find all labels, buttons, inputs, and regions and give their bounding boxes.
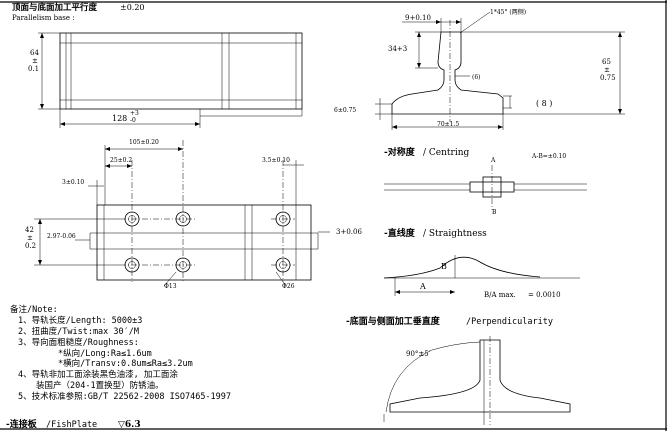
fishplate-outline [96,204,312,281]
note-line: *纵向/Long:Ra≤1.6um [58,348,152,359]
notes-block: 备注/Note: 1、导轨长度/Length: 5000±3 2、扭曲度/Twi… [10,304,231,402]
straightness-label-b: B [441,262,447,271]
profile-chamfer: 1*45° (两侧) [490,8,526,16]
profile-head-width: 9+0.10 [405,14,431,22]
top-view-length-tol-plus: +3 [130,110,139,117]
perpendicularity-title: -底面与侧面加工垂直度 [346,315,441,327]
centring-title-en: / Centring [423,148,469,158]
straightness-title: -直线度 [384,227,416,239]
footer-symbol: ▽6.3 [118,420,141,430]
top-view-title: 顶面与底面加工平行度 [12,2,98,13]
perpendicularity-rail-shape [389,339,571,413]
rail-profile-shape [391,31,504,115]
top-view-height-tol: 0.1 [28,65,39,73]
top-view-tolerance: ±0.20 [120,3,145,12]
profile-web-label: (6) [472,74,481,81]
notes-header: 备注/Note: [10,304,58,315]
profile-total-height-tol: 0.75 [600,74,616,82]
note-line: 5、技术标准参照:GB/T 22562-2008 ISO7465-1997 [18,391,231,402]
perpendicularity-detail: -底面与侧面加工垂直度 /Perpendicularity 90°±5′ [346,315,571,425]
centring-detail: -对称度 / Centring A-B=±0.10 A B [384,146,587,216]
perpendicularity-angle: 90°±5′ [406,350,431,358]
straightness-detail: -直线度 / Straightness B A B/A max. = 0.001… [383,227,580,299]
note-line: 2、扭曲度/Twist:max 30′/M [18,326,139,337]
fishplate-edge-right: 3.5±0.10 [262,157,290,164]
fishplate-hole-left: Φ13 [164,283,177,290]
fishplate-view: 105±0.20 25±0.2 3±0.10 3.5±0.10 42 ± 0.2… [25,139,362,290]
top-view: 顶面与底面加工平行度 ±0.20 Parallelism base : 64 ±… [12,2,303,128]
top-view-subtitle: Parallelism base : [12,14,75,22]
fishplate-span: 105±0.20 [129,139,159,146]
profile-total-height-value: 65 [602,58,611,66]
footer: -连接板 /FishPlate ▽6.3 [6,418,141,430]
centring-formula: A-B=±0.10 [531,153,566,160]
top-view-height-pm: ± [32,57,38,65]
profile-base-label: ( 8 ) [536,99,552,108]
footer-title-en: /FishPlate [46,420,97,430]
top-view-length: 128 [112,114,127,123]
perpendicularity-title-en: /Perpendicularity [466,317,553,327]
footer-title: -连接板 [6,418,38,430]
fishplate-offset-right: 3+0.06 [336,228,362,236]
fishplate-offset-left: 2.97-0.06 [47,233,76,240]
centring-label-a: A [490,157,496,164]
straightness-value: = 0.0010 [528,291,561,299]
straightness-title-en: / Straightness [423,229,487,239]
fishplate-hole-right: Φ26 [282,283,295,290]
note-line: 4、导轨非加工面涂装黑色油漆, 加工面涂 [18,369,178,380]
centring-label-b: B [492,209,497,216]
profile-base-width: 70±1.5 [437,121,459,128]
top-view-height-value: 64 [30,49,39,57]
note-line: *横向/Transv:0.8um≤Ra≤3.2um [58,358,193,369]
straightness-curve [383,256,541,279]
rail-top-outline [59,32,303,110]
centring-title: -对称度 [384,146,416,158]
profile-total-height-pm: ± [604,66,610,74]
fishplate-height-tol: 0.2 [25,242,36,250]
note-line: 1、导轨长度/Length: 5000±3 [18,315,142,326]
fishplate-spacing: 25±0.2 [110,157,132,164]
fishplate-height-value: 42 [25,226,34,234]
profile-base-thickness: 6±0.75 [334,107,356,114]
profile-neck: 34+3 [388,45,407,53]
fishplate-edge-left: 3±0.10 [62,179,84,186]
note-line: 装国产（204-1置换型）防锈油。 [36,380,164,391]
note-line: 3、导向面粗糙度/Roughness: [18,337,139,348]
straightness-label-a: A [419,282,426,291]
top-view-length-tol-minus: -0 [130,117,136,124]
straightness-formula: B/A max. [484,291,516,299]
fishplate-height-pm: ± [27,234,33,242]
rail-profile: 1*45° (两侧) 9+0.10 34+3 (6) 65 ± 0.75 6±0… [334,8,625,130]
perpendicularity-arc [385,341,481,413]
